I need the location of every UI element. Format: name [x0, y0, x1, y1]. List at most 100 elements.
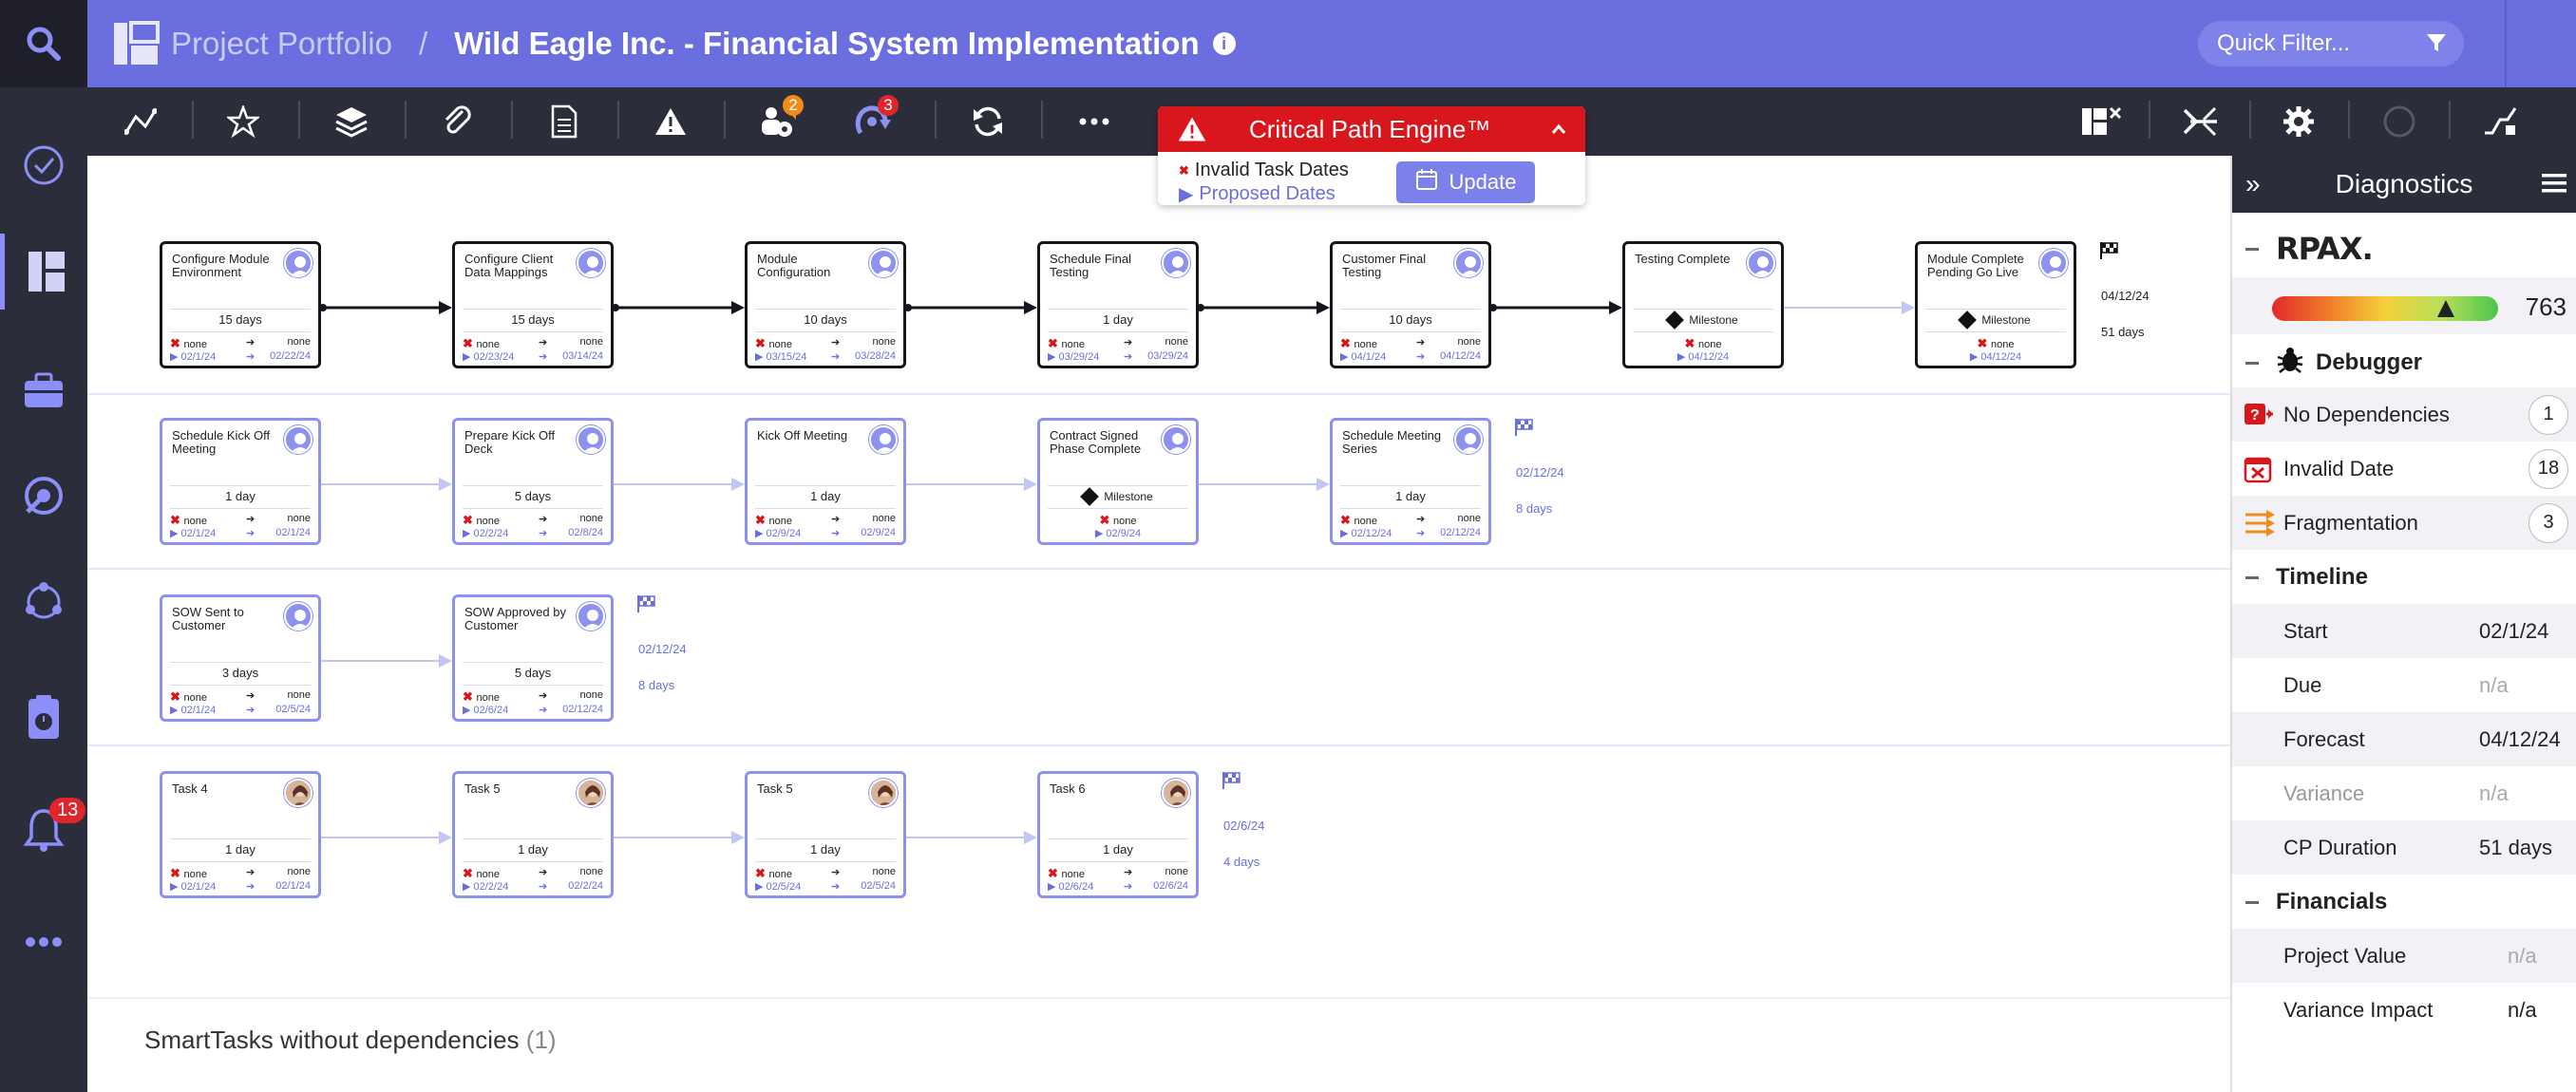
- dependency-arrowhead: [439, 301, 452, 314]
- issue-fragmentation[interactable]: Fragmentation 3: [2232, 496, 2576, 550]
- smarttasks-without-dependencies-bar[interactable]: SmartTasks without dependencies (1): [87, 997, 2230, 1088]
- avatar[interactable]: [284, 602, 313, 631]
- issue-no-dependencies[interactable]: ? No Dependencies 1: [2232, 387, 2576, 442]
- task-predecessor: ✖ none: [1340, 336, 1377, 351]
- avatar[interactable]: [869, 779, 898, 807]
- dependency-link-dot: [1489, 304, 1497, 311]
- portfolio-icon[interactable]: [0, 234, 87, 310]
- chevron-up-icon[interactable]: [1549, 116, 1568, 145]
- diagnostics-header: » Diagnostics: [2232, 156, 2576, 213]
- debugger-section-header[interactable]: Debugger: [2232, 338, 2576, 387]
- invalid-x-icon: ✖: [1048, 336, 1062, 350]
- timeline-section-header[interactable]: Timeline: [2232, 553, 2576, 602]
- avatar[interactable]: [1162, 779, 1190, 807]
- task-dependency-row: ✖ none: [1040, 513, 1196, 528]
- rpax-score: 763: [2525, 292, 2567, 321]
- task-dependency-row: ✖ none➔none: [463, 336, 603, 350]
- update-button[interactable]: Update: [1396, 161, 1535, 203]
- notifications-bell-icon[interactable]: 13: [0, 792, 87, 868]
- briefcase-icon[interactable]: [0, 353, 87, 429]
- avatar[interactable]: [869, 425, 898, 454]
- team-settings-icon[interactable]: 2: [756, 95, 804, 142]
- header-divider: [2505, 0, 2507, 87]
- critical-path-engine-header[interactable]: Critical Path Engine™: [1158, 106, 1585, 152]
- rpax-section-header[interactable]: RPAX.: [2232, 224, 2576, 273]
- financials-section-header[interactable]: Financials: [2232, 877, 2576, 927]
- timesheet-icon[interactable]: [0, 680, 87, 756]
- task-successor: none: [1165, 336, 1188, 348]
- strategy-icon[interactable]: [0, 458, 87, 534]
- task-predecessor: ✖ none: [170, 336, 207, 351]
- info-icon[interactable]: i: [1212, 32, 1236, 55]
- document-icon[interactable]: [543, 101, 585, 142]
- task-start-date: ▶ 02/1/24: [170, 350, 216, 363]
- collapse-lanes-icon[interactable]: [2179, 101, 2221, 142]
- more-icon[interactable]: [0, 904, 87, 980]
- tasks-check-icon[interactable]: [0, 127, 87, 203]
- avatar[interactable]: [284, 425, 313, 454]
- invalid-x-icon: ✖: [1099, 513, 1114, 527]
- avatar[interactable]: [577, 602, 605, 631]
- status-circle-icon[interactable]: [2378, 101, 2420, 142]
- network-icon[interactable]: [0, 564, 87, 640]
- collapse-panel-icon[interactable]: »: [2245, 169, 2261, 198]
- avatar[interactable]: [284, 779, 313, 807]
- dependency-arrowhead: [1024, 478, 1037, 491]
- avatar[interactable]: [1747, 249, 1775, 277]
- avatar[interactable]: [1162, 425, 1190, 454]
- avatar[interactable]: [577, 249, 605, 277]
- attachment-icon[interactable]: [437, 101, 479, 142]
- search-icon[interactable]: [0, 0, 87, 87]
- star-icon[interactable]: [222, 101, 264, 142]
- avatar[interactable]: [869, 249, 898, 277]
- refresh-icon[interactable]: [967, 101, 1009, 142]
- settings-gear-icon[interactable]: [2278, 101, 2320, 142]
- avatar[interactable]: [1162, 249, 1190, 277]
- critical-path-icon[interactable]: [120, 101, 161, 142]
- cycle-dependency-icon[interactable]: 3: [851, 95, 899, 142]
- avatar[interactable]: [1454, 425, 1483, 454]
- lane-divider: [87, 393, 2230, 395]
- avatar[interactable]: [2039, 249, 2068, 277]
- avatar[interactable]: [577, 425, 605, 454]
- toolbar-divider: [511, 101, 513, 139]
- path-options-icon[interactable]: [2479, 101, 2521, 142]
- portfolio-expand-icon[interactable]: [2080, 101, 2122, 142]
- quick-filter-input[interactable]: Quick Filter...: [2198, 21, 2464, 66]
- task-dependency-row: ✖ none➔none: [463, 866, 603, 880]
- avatar[interactable]: [577, 779, 605, 807]
- breadcrumb-portfolio[interactable]: Project Portfolio: [171, 26, 392, 61]
- task-predecessor-value: none: [768, 869, 792, 880]
- task-dates-row: ▶ 02/1/24➔02/1/24: [170, 880, 311, 894]
- avatar[interactable]: [284, 249, 313, 277]
- avatar[interactable]: [1454, 249, 1483, 277]
- timeline-title: Timeline: [2276, 564, 2368, 590]
- hamburger-menu-icon[interactable]: [2542, 171, 2567, 201]
- more-options-icon[interactable]: [1073, 101, 1115, 142]
- layers-icon[interactable]: [331, 101, 372, 142]
- warning-icon[interactable]: [650, 101, 691, 142]
- issue-invalid-date[interactable]: Invalid Date 18: [2232, 442, 2576, 496]
- task-predecessor: ✖ none: [755, 866, 792, 881]
- task-end-date: 03/28/24: [855, 350, 896, 362]
- task-start-date: ▶ 03/29/24: [1048, 350, 1099, 363]
